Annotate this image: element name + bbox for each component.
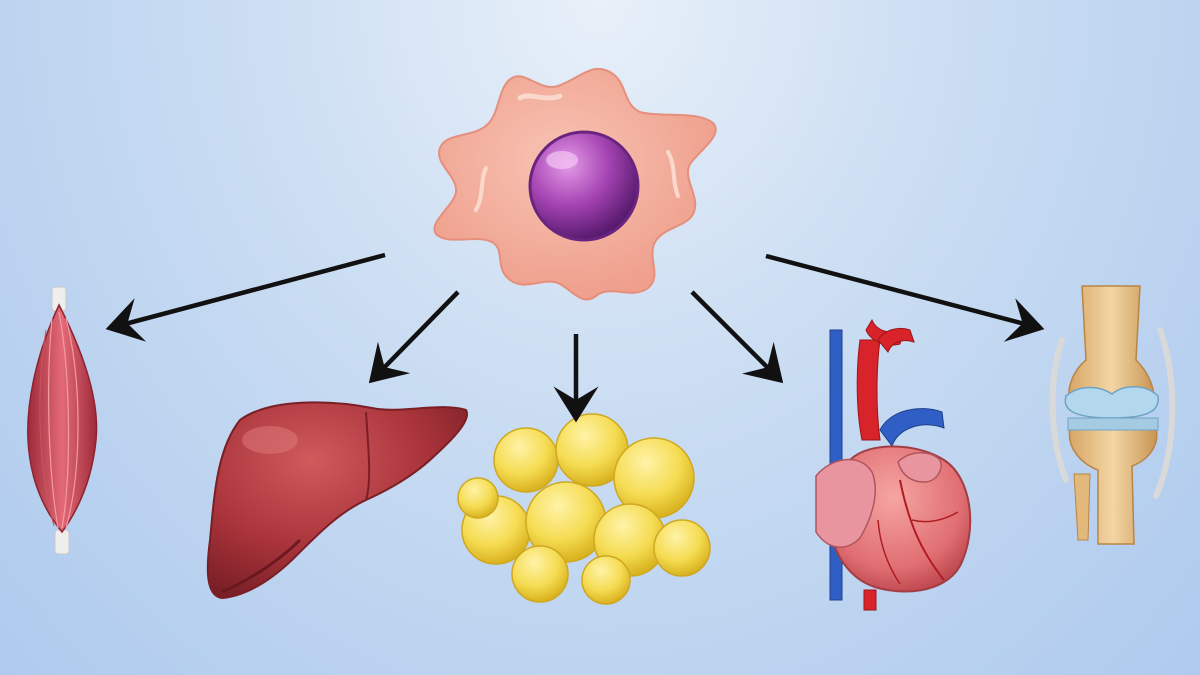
arrow-to-muscle <box>105 252 386 342</box>
arrow-to-liver <box>368 290 460 384</box>
heart-icon <box>815 318 972 611</box>
stem-cell-icon <box>433 67 717 301</box>
arrow-to-heart <box>690 290 784 384</box>
muscle-icon <box>27 286 98 555</box>
liver-icon <box>206 401 469 600</box>
knee-joint-icon <box>1049 285 1176 545</box>
fat-tissue-icon <box>457 413 711 605</box>
arrow-to-knee <box>765 253 1045 342</box>
